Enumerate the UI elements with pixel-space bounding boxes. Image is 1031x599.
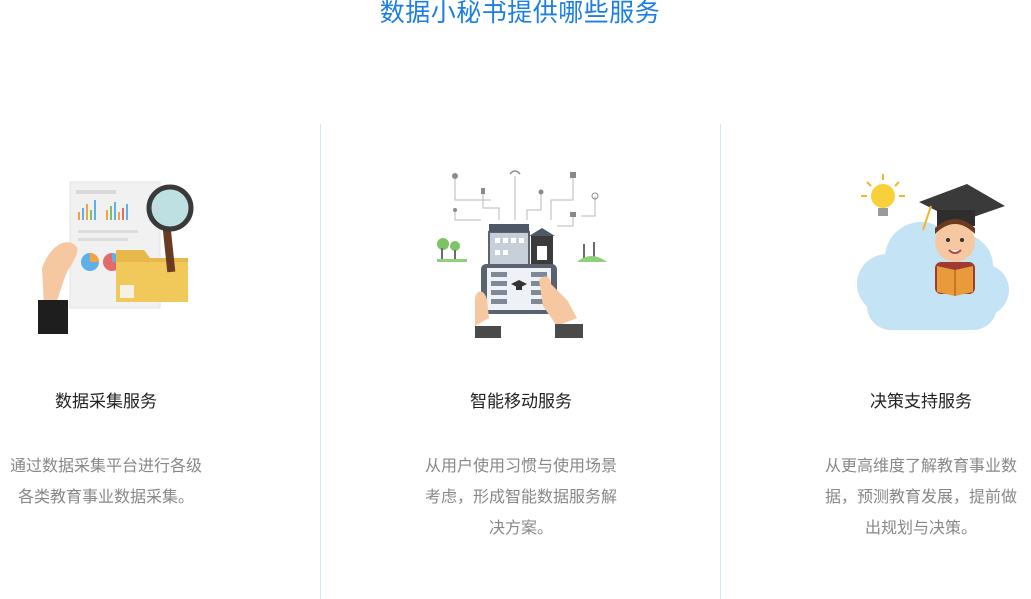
decision-support-illustration (857, 174, 1009, 330)
column-divider (720, 124, 721, 599)
service-description: 从更高维度了解教育事业数 据，预测教育发展，提前做 出规划与决策。 (824, 456, 1017, 537)
service-title: 数据采集服务 (55, 392, 157, 412)
service-title: 决策支持服务 (870, 392, 972, 412)
service-title: 智能移动服务 (470, 392, 572, 412)
data-collection-illustration (38, 181, 194, 334)
service-description: 从用户使用习惯与使用场景 考虑，形成智能数据服务解 决方案。 (424, 456, 617, 537)
page-title: 数据小秘书提供哪些服务 (379, 0, 661, 27)
service-description: 通过数据采集平台进行各级 各类教育事业数据采集。 (9, 456, 202, 506)
smart-mobile-illustration (437, 170, 607, 338)
column-divider (320, 124, 321, 599)
